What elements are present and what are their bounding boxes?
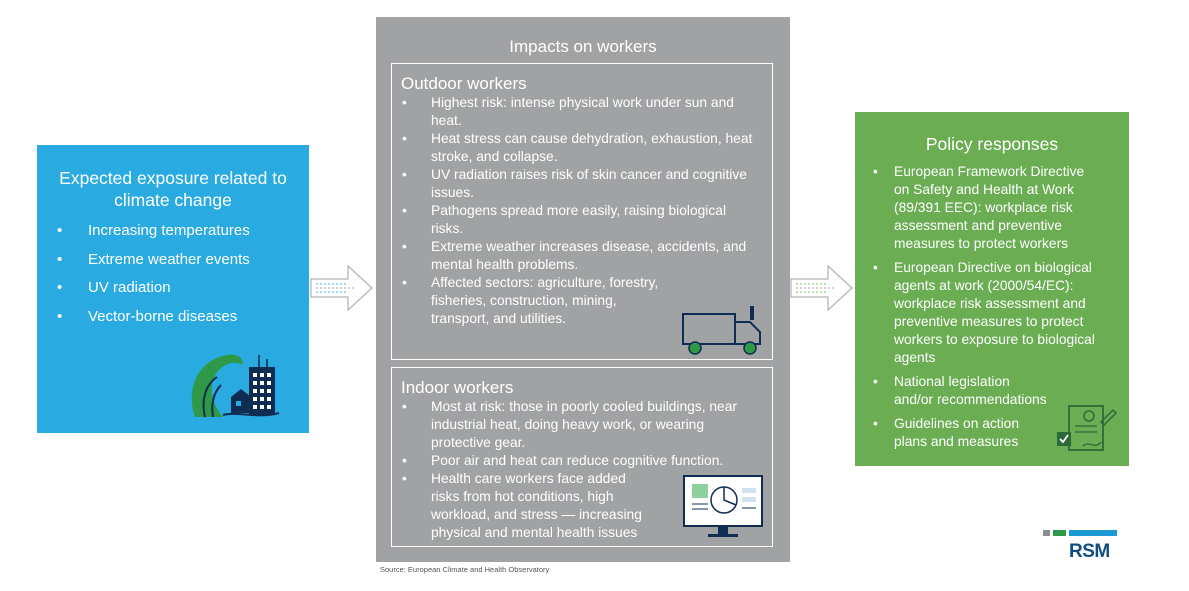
indoor-list: Most at risk: those in poorly cooled bui… xyxy=(392,398,772,542)
policy-list: European Framework Directive on Safety a… xyxy=(855,163,1129,451)
outdoor-workers-title: Outdoor workers xyxy=(401,74,527,93)
list-item: Extreme weather increases disease, accid… xyxy=(392,238,772,274)
checklist-icon xyxy=(1057,405,1118,451)
list-item: Pathogens spread more easily, raising bi… xyxy=(392,202,772,238)
impacts-title: Impacts on workers xyxy=(509,37,657,56)
list-item: Vector-borne diseases xyxy=(37,303,309,332)
outdoor-list: Highest risk: intense physical work unde… xyxy=(392,94,772,328)
arrow-right-icon xyxy=(790,264,853,312)
list-item: UV radiation raises risk of skin cancer … xyxy=(392,166,772,202)
list-item: Most at risk: those in poorly cooled bui… xyxy=(392,398,772,452)
flood-icon xyxy=(191,354,280,418)
list-item: Guidelines on action plans and measures xyxy=(855,415,1129,451)
policy-box: Policy responses European Framework Dire… xyxy=(855,112,1129,466)
exposure-box: Expected exposure related to climate cha… xyxy=(37,145,309,433)
truck-icon xyxy=(682,306,761,355)
indoor-workers-title: Indoor workers xyxy=(401,378,514,397)
list-item: National legislation and/or recommendati… xyxy=(855,373,1129,409)
list-item: Highest risk: intense physical work unde… xyxy=(392,94,772,130)
list-item: UV radiation xyxy=(37,274,309,303)
outdoor-workers-panel: Outdoor workers Highest risk: intense ph… xyxy=(391,63,773,360)
list-item: Poor air and heat can reduce cognitive f… xyxy=(392,452,772,470)
list-item: European Framework Directive on Safety a… xyxy=(855,163,1129,253)
rsm-logo: RSM xyxy=(1043,530,1117,566)
exposure-list: Increasing temperatures Extreme weather … xyxy=(37,217,309,331)
monitor-icon xyxy=(683,475,763,537)
impacts-box: Impacts on workers Outdoor workers Highe… xyxy=(376,17,790,562)
indoor-workers-panel: Indoor workers Most at risk: those in po… xyxy=(391,367,773,547)
policy-title: Policy responses xyxy=(925,134,1059,154)
logo-text: RSM xyxy=(1069,541,1110,562)
list-item: Health care workers face added risks fro… xyxy=(392,470,772,542)
list-item: Heat stress can cause dehydration, exhau… xyxy=(392,130,772,166)
list-item: Increasing temperatures xyxy=(37,217,309,246)
exposure-title: Expected exposure related to climate cha… xyxy=(59,168,287,210)
source-note: Source: European Climate and Health Obse… xyxy=(380,565,550,574)
list-item: Affected sectors: agriculture, forestry,… xyxy=(392,274,772,328)
arrow-right-icon xyxy=(310,264,373,312)
list-item: Extreme weather events xyxy=(37,246,309,275)
list-item: European Directive on biological agents … xyxy=(855,259,1129,367)
